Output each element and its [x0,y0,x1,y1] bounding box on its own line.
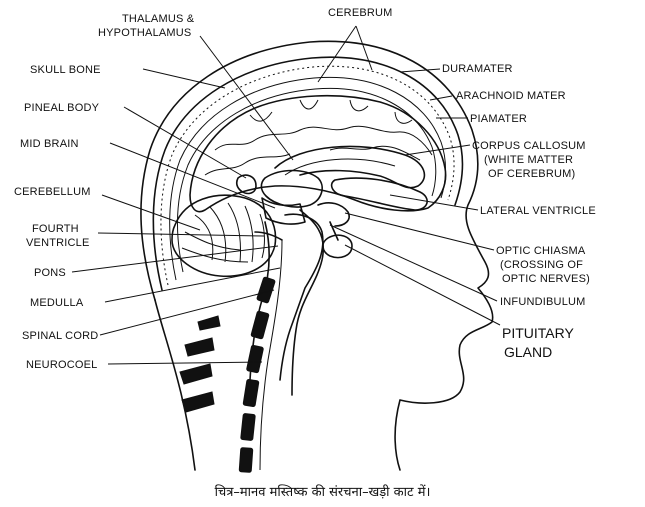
duramater-layer [169,76,446,281]
label-piamater: PIAMATER [470,113,527,125]
midbrain [261,197,306,225]
neck-back-outline [154,299,196,471]
label-fourth-ventricle-line1: FOURTH [32,223,79,235]
skull-bone-layer [152,56,464,291]
cerebrum-gyri-3 [249,99,413,124]
label-skull-bone: SKULL BONE [30,64,101,76]
label-pituitary-line1: PITUITARY [502,325,574,341]
optic-chiasma [317,202,350,227]
cerebrum-outline [189,94,447,213]
cerebrum-gyri [214,125,433,156]
corpus-callosum [274,145,426,189]
label-medulla: MEDULLA [30,297,84,309]
label-cerebellum: CEREBELLUM [14,186,91,198]
neurocoel [259,239,283,471]
cerebellum-arbor [181,202,265,263]
vertebrae [238,276,276,473]
infundibulum-stalk [329,221,339,241]
fourth-ventricle [254,231,283,241]
label-lateral-ventricle: LATERAL VENTRICLE [480,205,596,217]
pineal-body [235,174,257,195]
label-infundibulum: INFUNDIBULUM [500,296,586,308]
label-arachnoid-mater: ARACHNOID MATER [456,90,566,102]
label-fourth-ventricle-line2: VENTRICLE [26,237,90,249]
label-duramater: DURAMATER [442,63,513,75]
label-corpus-callosum-line3: OF CEREBRUM) [488,168,575,180]
brainstem-front [291,209,325,396]
label-optic-chiasma-line2: (CROSSING OF [500,259,583,271]
label-corpus-callosum-line2: (WHITE MATTER [484,154,573,166]
label-optic-chiasma-line1: OPTIC CHIASMA [496,245,586,257]
label-corpus-callosum-line1: CORPUS CALLOSUM [472,140,586,152]
cerebellum-outline [171,194,277,278]
pituitary-gland [322,234,353,259]
label-cerebrum: CEREBRUM [328,7,393,19]
label-spinal-cord: SPINAL CORD [22,330,98,342]
label-thalamus-line2: HYPOTHALAMUS [98,27,191,39]
label-thalamus-line1: THALAMUS & [122,13,195,25]
corpus-callosum-inner [284,158,396,176]
label-neurocoel: NEUROCOEL [26,359,97,371]
pons-medulla [279,213,324,381]
label-mid-brain: MID BRAIN [20,138,79,150]
label-optic-chiasma-line3: OPTIC NERVES) [502,273,590,285]
label-pons: PONS [34,267,66,279]
label-pituitary-line2: GLAND [504,344,552,360]
leader-lines [71,25,501,365]
skull-bone-hatch [160,65,455,286]
lateral-ventricle [330,177,428,211]
thalamus [260,169,323,208]
arachnoid-layer [177,87,437,273]
figure-caption: चित्र–मानव मस्तिष्क की संरचना–खड़ी काट म… [214,485,431,500]
label-pineal-body: PINEAL BODY [24,102,100,114]
head-outline [140,40,494,471]
vertebral-processes [179,315,221,413]
